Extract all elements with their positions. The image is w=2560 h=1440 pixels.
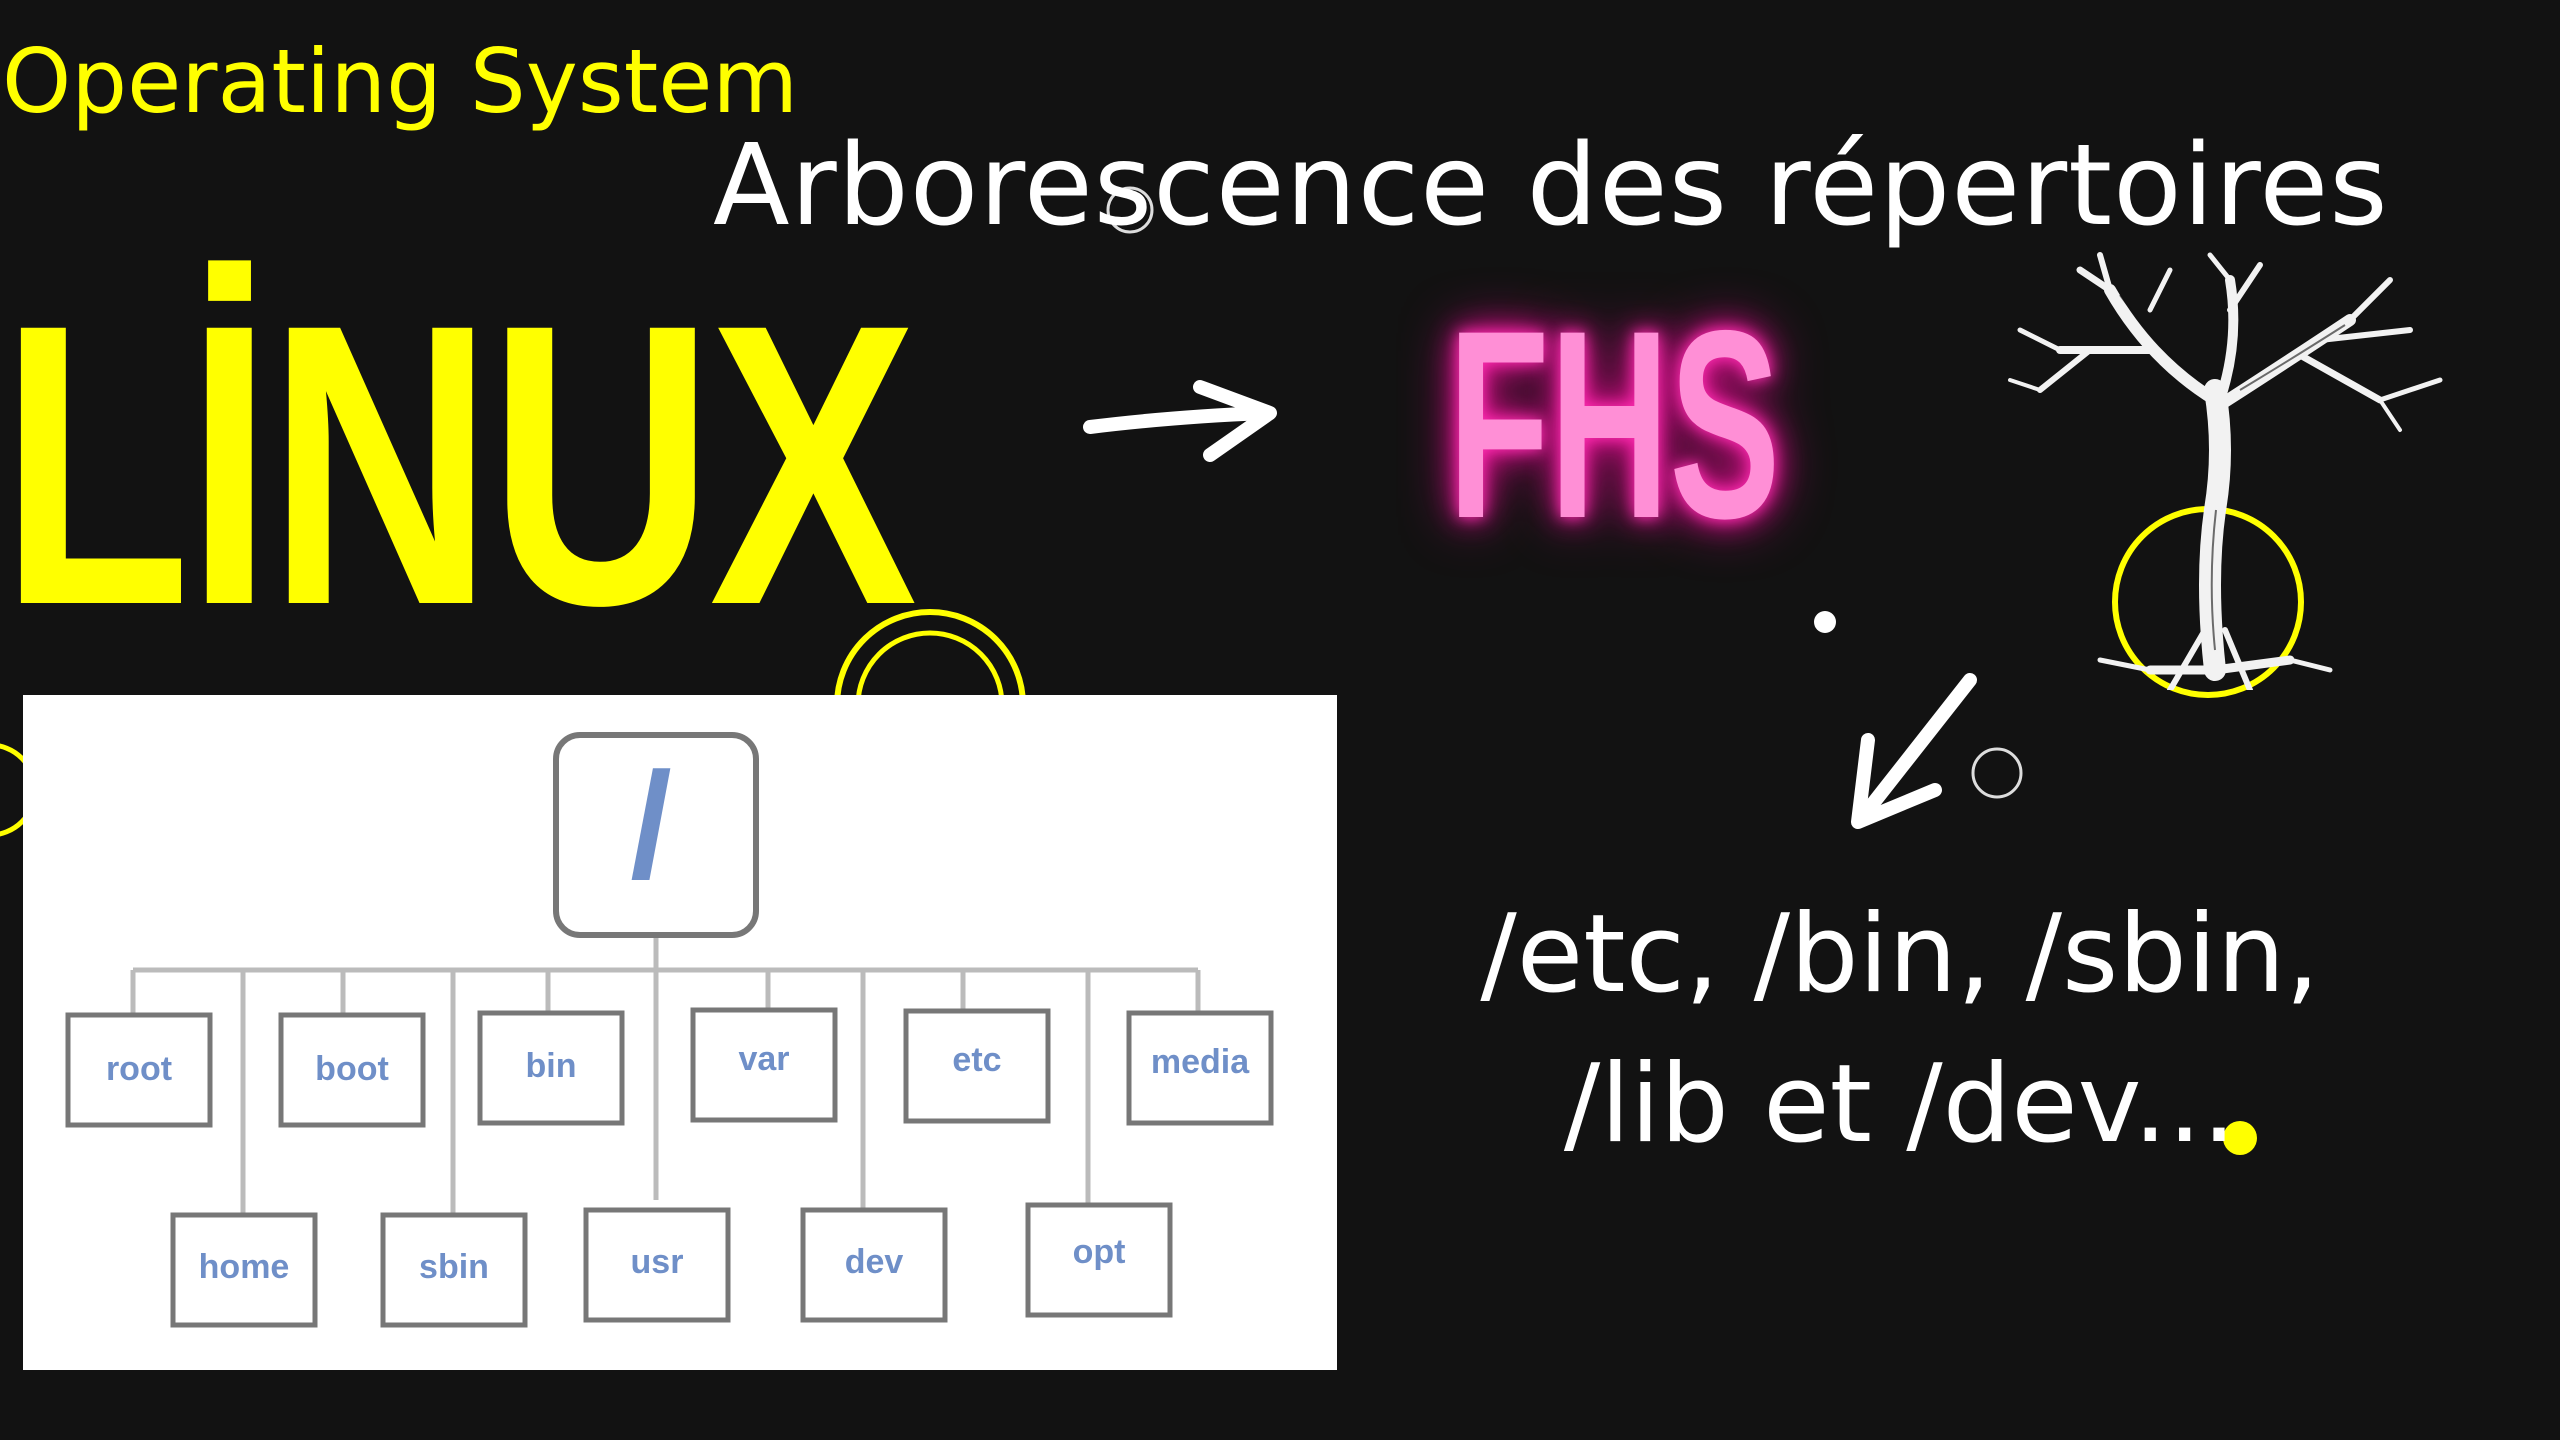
page-title: Arborescence des répertoires xyxy=(713,121,2389,251)
dir-boot: boot xyxy=(315,1050,389,1088)
dot-decoration-icon xyxy=(1814,611,1836,633)
brand-title: LİNUX xyxy=(0,241,917,688)
subtitle: Operating System xyxy=(2,30,799,133)
directory-tree-diagram: / root boot bin var etc media home sbin … xyxy=(65,732,1274,1328)
directories-line-2: /lib et /dev... xyxy=(1563,1042,2237,1167)
dot-decoration-icon xyxy=(2223,1121,2257,1155)
dir-usr: usr xyxy=(631,1243,684,1281)
tree-icon xyxy=(2008,252,2443,690)
dir-var: var xyxy=(738,1040,789,1078)
directories-line-1: /etc, /bin, /sbin, xyxy=(1480,892,2320,1017)
dir-opt: opt xyxy=(1073,1233,1126,1271)
dir-etc: etc xyxy=(952,1041,1001,1079)
circle-decoration-icon xyxy=(1106,186,1154,234)
arrow-down-left-icon xyxy=(1851,673,1977,829)
circle-decoration-icon xyxy=(1971,747,2023,799)
dir-media: media xyxy=(1151,1043,1250,1081)
dir-sbin: sbin xyxy=(419,1248,489,1286)
dir-dev: dev xyxy=(845,1243,904,1281)
tree-root-label: / xyxy=(630,741,672,909)
arrow-right-icon xyxy=(1083,380,1277,462)
dir-root: root xyxy=(106,1050,172,1088)
directories-list: /etc, /bin, /sbin, /lib et /dev... xyxy=(1470,880,2330,1180)
dir-bin: bin xyxy=(526,1047,577,1085)
directory-tree-panel: / root boot bin var etc media home sbin … xyxy=(23,695,1337,1370)
fhs-title: FHS xyxy=(1448,274,1781,574)
dir-home: home xyxy=(199,1248,290,1286)
